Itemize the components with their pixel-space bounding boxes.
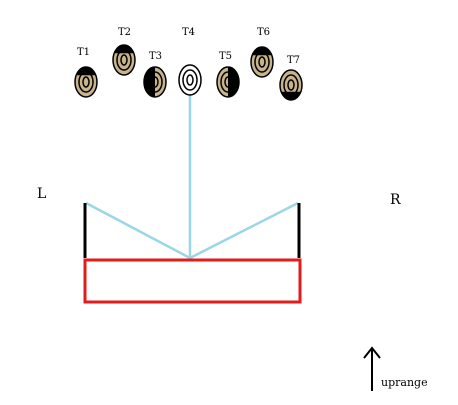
target-t3: T3 <box>143 51 167 98</box>
uprange-label: uprange <box>381 376 428 389</box>
target-label: T6 <box>257 27 270 38</box>
target-ring-inner <box>287 79 295 91</box>
uprange-arrow-head <box>363 346 381 359</box>
sight-line-left <box>85 201 191 260</box>
target-ring-inner <box>82 76 90 88</box>
sight-line-right <box>189 201 299 260</box>
target-label: T7 <box>287 55 300 66</box>
uprange-arrow <box>363 346 381 391</box>
target-shade <box>144 67 155 97</box>
target-ring-inner <box>186 74 194 86</box>
target-label: T1 <box>77 47 90 58</box>
target-ring-inner <box>120 54 128 66</box>
target-t2: T2 <box>112 27 136 76</box>
target-label: T2 <box>118 27 131 38</box>
target-shade <box>280 91 302 100</box>
target-shade <box>113 45 135 54</box>
left-side-label: L <box>37 186 46 202</box>
shooting-platform <box>83 258 302 304</box>
target-ring-outer <box>182 69 198 91</box>
target-t6: T6 <box>250 27 274 78</box>
target-ring-inner <box>258 56 266 68</box>
target-t1: T1 <box>74 47 98 98</box>
right-side-label: R <box>390 192 401 208</box>
target-shade <box>251 47 273 56</box>
sight-lines <box>85 92 299 260</box>
target-t7: T7 <box>279 55 303 101</box>
target-label: T5 <box>219 51 232 62</box>
target-t4: T4 <box>178 27 202 96</box>
target-shade <box>228 67 239 97</box>
target-label: T4 <box>182 27 195 38</box>
target-label: T3 <box>149 51 162 62</box>
target-t5: T5 <box>216 51 240 98</box>
target-shade <box>75 67 97 76</box>
